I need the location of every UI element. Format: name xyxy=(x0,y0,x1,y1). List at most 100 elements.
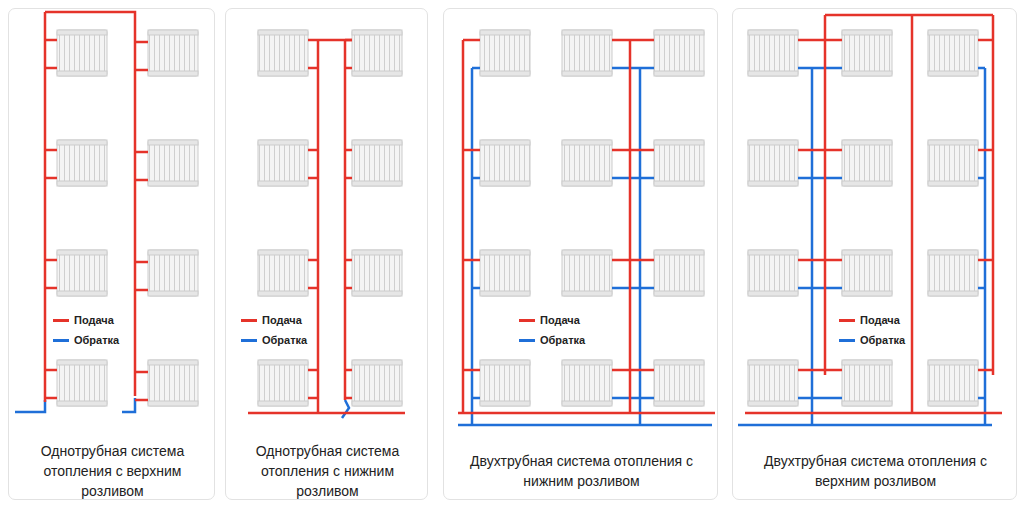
radiator xyxy=(148,250,198,296)
supply-pipe xyxy=(317,40,320,413)
supply-pipe xyxy=(45,397,57,400)
radiator xyxy=(928,250,978,296)
radiator xyxy=(57,360,107,406)
supply-pipe xyxy=(629,40,632,413)
scheme-panel: Двухтрубная система отопления с верхним … xyxy=(732,8,1017,500)
supply-pipe xyxy=(458,412,715,415)
radiator xyxy=(748,30,798,76)
legend-item: Подача xyxy=(516,313,583,327)
pipe-scheme xyxy=(15,12,198,412)
radiator xyxy=(148,30,198,76)
supply-pipe xyxy=(978,149,993,152)
legend-swatch xyxy=(839,339,855,342)
radiator xyxy=(258,140,308,186)
legend-item: Обратка xyxy=(836,333,908,347)
radiator xyxy=(842,360,892,406)
supply-pipe xyxy=(45,287,57,290)
return-pipe xyxy=(612,397,654,400)
return-pipe xyxy=(472,397,480,400)
supply-pipe xyxy=(345,259,352,262)
return-pipe xyxy=(978,397,985,400)
radiator xyxy=(57,140,107,186)
legend-text: Подача xyxy=(860,314,900,326)
scheme-panel: Однотрубная система отопления с верхним … xyxy=(8,8,215,500)
legend-item: Подача xyxy=(836,313,903,327)
supply-pipe xyxy=(135,261,148,264)
radiator xyxy=(928,360,978,406)
supply-pipe xyxy=(798,149,842,152)
radiator xyxy=(258,250,308,296)
supply-pipe xyxy=(798,369,842,372)
supply-pipe xyxy=(612,149,654,152)
radiator xyxy=(562,30,612,76)
supply-pipe xyxy=(978,259,993,262)
supply-pipe xyxy=(45,369,57,372)
supply-pipe xyxy=(463,259,480,262)
return-pipe xyxy=(471,68,474,425)
radiator xyxy=(842,140,892,186)
pipe-scheme xyxy=(738,15,1002,425)
return-pipe xyxy=(472,177,480,180)
return-pipe xyxy=(978,287,985,290)
supply-pipe xyxy=(345,149,352,152)
radiator xyxy=(258,30,308,76)
supply-pipe xyxy=(345,287,352,290)
radiator xyxy=(562,360,612,406)
radiator xyxy=(352,30,402,76)
radiator xyxy=(57,30,107,76)
supply-pipe xyxy=(798,39,842,42)
return-pipe xyxy=(639,68,642,425)
radiator xyxy=(748,360,798,406)
supply-pipe xyxy=(135,151,148,154)
radiator xyxy=(928,140,978,186)
legend-text: Подача xyxy=(262,314,302,326)
legend-text: Обратка xyxy=(74,334,119,346)
legend-item: Обратка xyxy=(516,333,588,347)
legend-text: Подача xyxy=(540,314,580,326)
supply-pipe xyxy=(45,67,57,70)
supply-pipe xyxy=(463,369,480,372)
supply-pipe xyxy=(824,15,827,375)
supply-pipe xyxy=(45,259,57,262)
legend-text: Обратка xyxy=(540,334,585,346)
scheme-caption: Однотрубная система отопления с верхним … xyxy=(17,441,208,501)
legend-text: Обратка xyxy=(860,334,905,346)
return-pipe xyxy=(798,287,842,290)
supply-pipe xyxy=(308,39,352,42)
supply-pipe xyxy=(308,67,318,70)
scheme-panel: Однотрубная система отопления с нижним р… xyxy=(225,8,428,500)
radiator xyxy=(148,140,198,186)
supply-pipe xyxy=(135,371,148,374)
return-pipe xyxy=(798,67,842,70)
supply-pipe xyxy=(135,69,148,72)
supply-pipe xyxy=(345,39,352,42)
supply-pipe xyxy=(911,15,914,413)
radiator xyxy=(352,140,402,186)
legend-swatch xyxy=(839,319,855,322)
scheme-panel: Двухтрубная система отопления с нижним р… xyxy=(443,8,718,500)
radiator xyxy=(562,140,612,186)
supply-pipe xyxy=(463,149,480,152)
legend-swatch xyxy=(519,339,535,342)
supply-pipe xyxy=(978,369,993,372)
legend-swatch xyxy=(241,319,257,322)
radiator xyxy=(352,360,402,406)
return-pipe xyxy=(472,67,480,70)
supply-pipe xyxy=(45,39,57,42)
return-pipe xyxy=(978,177,985,180)
pipe-scheme xyxy=(458,30,715,425)
scheme-caption: Двухтрубная система отопления с верхним … xyxy=(741,451,1010,491)
legend-swatch xyxy=(241,339,257,342)
radiator xyxy=(654,140,704,186)
supply-pipe xyxy=(345,177,352,180)
return-pipe xyxy=(798,177,842,180)
return-pipe xyxy=(978,67,985,70)
return-pipe xyxy=(798,397,842,400)
radiator xyxy=(57,250,107,296)
supply-pipe xyxy=(135,289,148,292)
supply-pipe xyxy=(308,149,318,152)
supply-pipe xyxy=(45,149,57,152)
radiator xyxy=(480,30,530,76)
supply-pipe xyxy=(45,177,57,180)
legend-item: Обратка xyxy=(50,333,122,347)
